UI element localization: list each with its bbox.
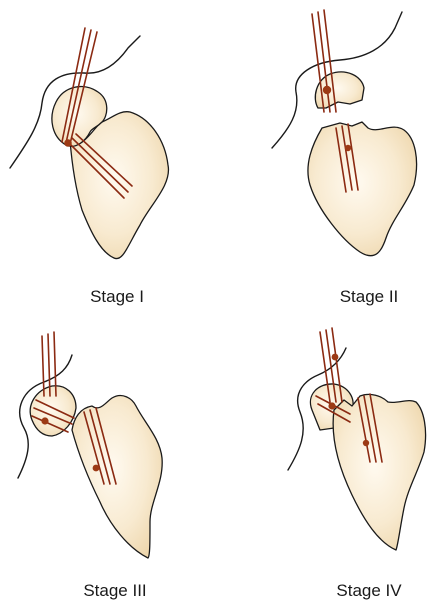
panel-stage-2: Stage II — [272, 10, 417, 306]
caption-stage-3: Stage III — [83, 581, 146, 600]
caption-stage-4: Stage IV — [336, 581, 402, 600]
pin-point — [93, 465, 100, 472]
pin-point — [41, 417, 48, 424]
pin-point — [332, 354, 339, 361]
panel-stage-4: Stage IV — [288, 328, 426, 600]
femoral-head-fragment — [30, 386, 76, 436]
bone-shaft — [308, 122, 417, 256]
pin-point — [363, 440, 369, 446]
pin-point — [328, 402, 335, 409]
pin-point — [64, 139, 72, 147]
caption-stage-1: Stage I — [90, 287, 144, 306]
panel-stage-1: Stage I — [10, 28, 168, 306]
pin-point — [323, 86, 331, 94]
bone-shaft — [333, 394, 425, 550]
panel-stage-3: Stage III — [18, 332, 162, 600]
caption-stage-2: Stage II — [340, 287, 399, 306]
pin-point — [345, 145, 351, 151]
